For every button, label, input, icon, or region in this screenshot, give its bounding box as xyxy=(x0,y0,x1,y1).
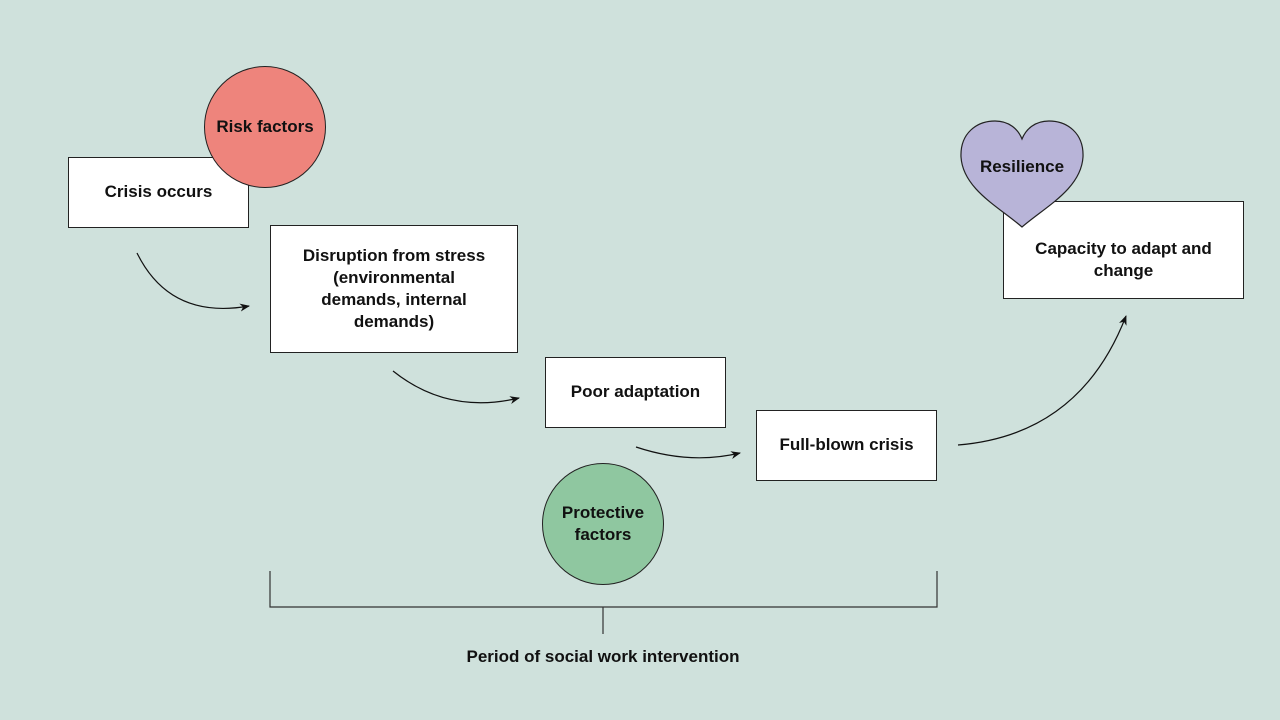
disruption-box: Disruption from stress (environmental de… xyxy=(270,225,518,353)
arrow-poor-adaptation-to-full-crisis xyxy=(635,446,741,459)
poor-adaptation-label: Poor adaptation xyxy=(570,382,701,402)
protective-factors-label: Protective factors xyxy=(561,502,645,544)
protective-factors-circle: Protective factors xyxy=(542,463,664,585)
capacity-box: Capacity to adapt and change xyxy=(1003,201,1244,299)
intervention-bracket xyxy=(269,571,938,634)
crisis-occurs-label: Crisis occurs xyxy=(104,182,213,202)
crisis-occurs-box: Crisis occurs xyxy=(68,157,249,228)
arrow-disruption-to-poor-adaptation xyxy=(392,370,520,404)
risk-factors-label: Risk factors xyxy=(216,116,314,136)
arrow-crisis-to-disruption xyxy=(136,252,250,312)
capacity-label: Capacity to adapt and change xyxy=(1035,238,1212,280)
heart-icon xyxy=(960,120,1084,228)
intervention-period-label: Period of social work intervention xyxy=(466,647,740,666)
risk-factors-circle: Risk factors xyxy=(204,66,326,188)
resilience-label: Resilience xyxy=(979,157,1065,176)
arrow-full-crisis-to-capacity xyxy=(957,315,1127,446)
disruption-label: Disruption from stress (environmental de… xyxy=(302,245,486,332)
full-blown-crisis-label: Full-blown crisis xyxy=(779,435,914,455)
poor-adaptation-box: Poor adaptation xyxy=(545,357,726,428)
full-blown-crisis-box: Full-blown crisis xyxy=(756,410,937,481)
resilience-heart: Resilience xyxy=(959,119,1085,229)
